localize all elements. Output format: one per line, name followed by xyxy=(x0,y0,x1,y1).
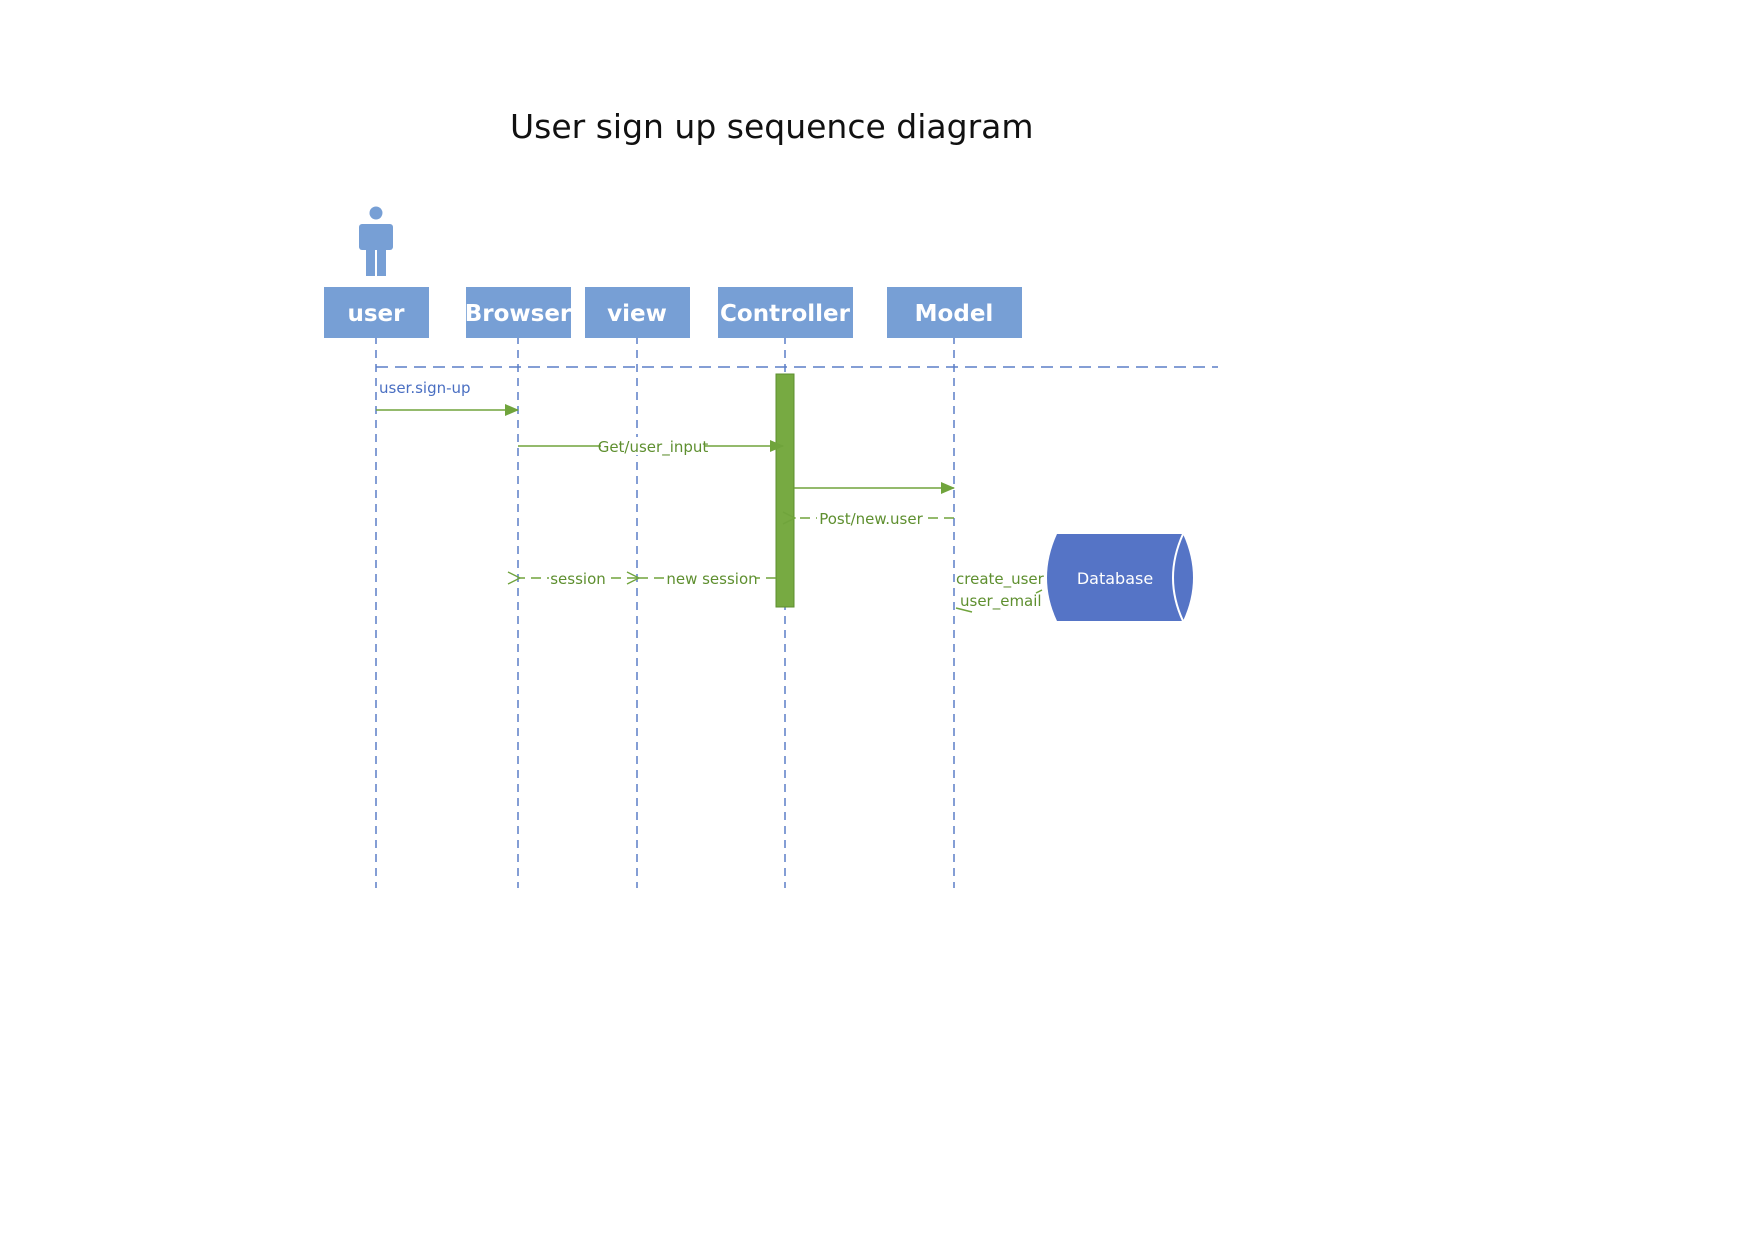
database-label: Database xyxy=(1077,569,1153,588)
lifelines xyxy=(375,336,955,888)
diagram-title: User sign up sequence diagram xyxy=(510,107,1034,146)
message-user-signup-label: user.sign-up xyxy=(379,379,471,397)
message-post-new-user-label: Post/new.user xyxy=(819,510,923,528)
message-create-user-label: create_user xyxy=(956,570,1045,589)
participant-browser: Browser xyxy=(465,287,572,338)
participant-model: Model xyxy=(887,287,1022,338)
participant-view-label: view xyxy=(607,301,667,327)
message-user-email-arrow xyxy=(955,607,973,613)
message-session-label: session xyxy=(550,570,606,588)
message-user-email-label: user_email xyxy=(960,592,1042,611)
participant-browser-label: Browser xyxy=(465,301,572,327)
person-icon xyxy=(359,206,393,276)
participant-view: view xyxy=(585,287,690,338)
label-backing xyxy=(549,569,607,587)
message-get-user-input-label: Get/user_input xyxy=(598,438,709,457)
controller-activation-bar xyxy=(775,373,795,608)
database-icon: Database xyxy=(1047,533,1193,622)
label-backing xyxy=(817,509,925,527)
message-new-session-label: new session xyxy=(666,570,757,588)
label-backing xyxy=(668,569,756,587)
participant-user-label: user xyxy=(347,301,405,327)
message-create-user-arrow xyxy=(1035,589,1043,594)
label-backing xyxy=(601,437,705,455)
participant-controller-label: Controller xyxy=(720,301,851,327)
participant-user: user xyxy=(324,287,429,338)
participant-controller: Controller xyxy=(718,287,853,338)
participant-model-label: Model xyxy=(915,301,994,327)
